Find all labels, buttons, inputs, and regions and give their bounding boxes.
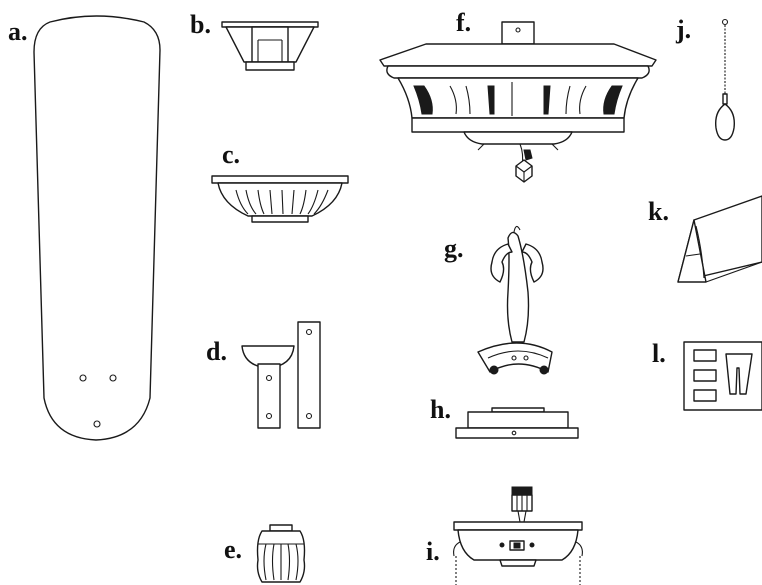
part-label-i: i.	[426, 537, 440, 566]
part-label-e: e.	[224, 535, 242, 564]
part-label-j: j.	[675, 15, 691, 44]
balancing-kit-bag-icon	[677, 195, 762, 283]
coupling-cover-icon	[256, 524, 306, 583]
part-label-l: l.	[652, 339, 666, 368]
decorative-blade-arm-icon	[477, 225, 553, 375]
part-label-d: d.	[206, 337, 227, 366]
canopy-cover-icon	[211, 175, 349, 223]
hardware-card-icon	[683, 341, 762, 411]
blade-bracket-icon	[241, 321, 321, 429]
ceiling-canopy-icon	[221, 21, 319, 71]
part-label-b: b.	[190, 10, 211, 39]
part-label-k: k.	[648, 197, 669, 226]
part-label-f: f.	[456, 8, 471, 37]
part-label-a: a.	[8, 17, 28, 46]
pull-chain-icon	[715, 18, 735, 141]
part-label-h: h.	[430, 395, 451, 424]
part-label-c: c.	[222, 140, 240, 169]
switch-housing-icon	[453, 486, 583, 585]
mounting-plate-icon	[455, 407, 579, 439]
fan-blade-icon	[33, 15, 161, 441]
motor-housing-icon	[379, 21, 657, 183]
part-label-g: g.	[444, 234, 464, 263]
